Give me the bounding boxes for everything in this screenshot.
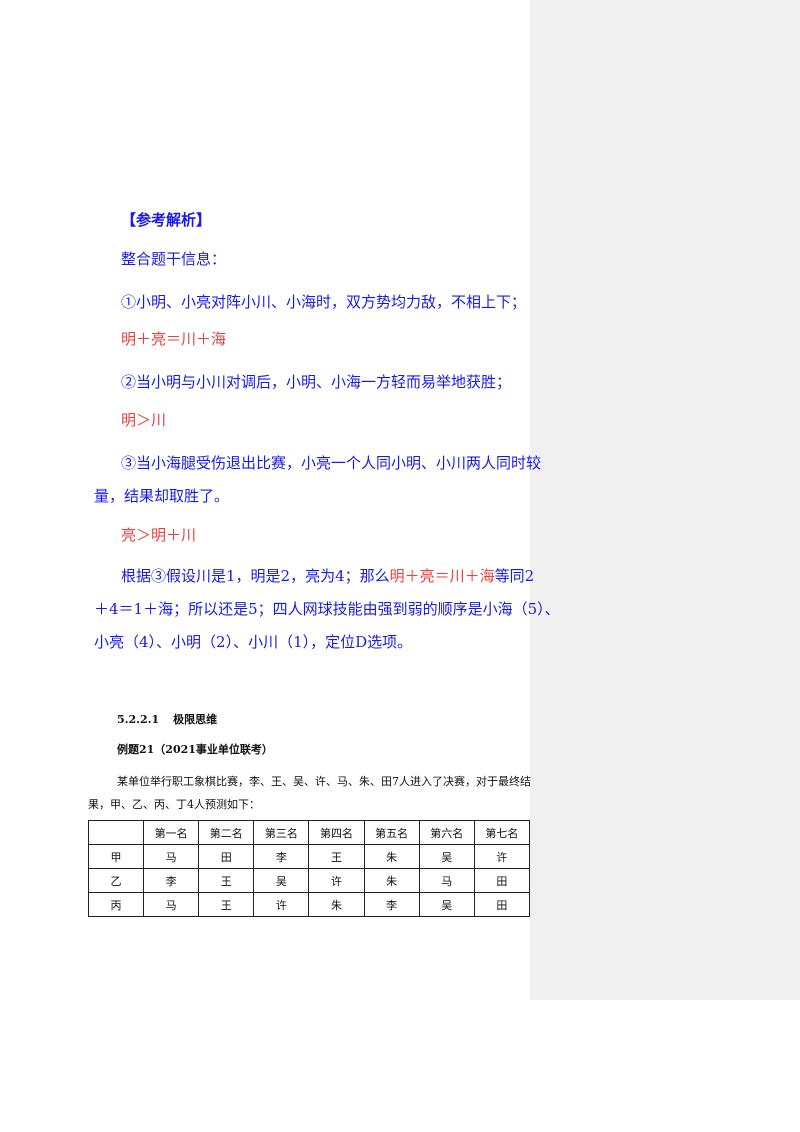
- table-row-label: 丙: [88, 892, 144, 917]
- analysis-point-1: ①小明、小亮对阵小川、小海时，双方势均力敌，不相上下；: [121, 293, 527, 311]
- table-cell: 马: [142, 892, 200, 917]
- section-number: 5.2.2.1: [117, 713, 160, 726]
- table-cell: 王: [198, 892, 255, 917]
- problem-text-line-2: 果，甲、乙、丙、丁4人预测如下：: [88, 798, 260, 811]
- analysis-point-4-line-3: 小亮（4）、小明（2）、小川（1），定位D选项。: [94, 633, 413, 651]
- table-cell: 朱: [363, 844, 420, 869]
- table-header-cell: 第二名: [198, 820, 255, 845]
- table-cell: 田: [473, 868, 531, 893]
- table-row: 甲 马 田 李 王 朱 吴 许: [88, 844, 531, 869]
- equation-2: 明＞川: [121, 411, 167, 429]
- table-cell: 许: [253, 892, 310, 917]
- table-cell: 王: [198, 868, 255, 893]
- table-cell: 李: [142, 868, 200, 893]
- prediction-table: 第一名 第二名 第三名 第四名 第五名 第六名 第七名 甲 马 田 李 王 朱 …: [88, 820, 531, 917]
- equation-1: 明＋亮＝川＋海: [121, 330, 227, 348]
- table-header-cell: 第五名: [363, 820, 420, 845]
- analysis-heading: 【参考解析】: [121, 211, 212, 229]
- table-cell: 马: [142, 844, 200, 869]
- table-cell: 许: [308, 868, 365, 893]
- section-title: 极限思维: [173, 713, 218, 726]
- table-header-row: 第一名 第二名 第三名 第四名 第五名 第六名 第七名: [88, 820, 531, 845]
- table-header-cell: 第六名: [418, 820, 475, 845]
- table-cell: 朱: [363, 868, 420, 893]
- table-header-cell: 第一名: [142, 820, 200, 845]
- table-cell: 王: [308, 844, 365, 869]
- example-title: 例题21（2021事业单位联考）: [117, 743, 273, 756]
- analysis-point-3-line-2: 量，结果却取胜了。: [94, 487, 230, 505]
- analysis-point-3-line-1: ③当小海腿受伤退出比赛，小亮一个人同小明、小川两人同时较: [121, 454, 542, 472]
- analysis-point-2: ②当小明与小川对调后，小明、小海一方轻而易举地获胜；: [121, 373, 512, 391]
- table-row-label: 乙: [88, 868, 144, 893]
- table-row: 乙 李 王 吴 许 朱 马 田: [88, 868, 531, 893]
- table-cell: 朱: [308, 892, 365, 917]
- table-header-cell: 第三名: [253, 820, 310, 845]
- table-cell: 田: [473, 892, 531, 917]
- table-cell: 吴: [253, 868, 310, 893]
- table-row: 丙 马 王 许 朱 李 吴 田: [88, 892, 531, 917]
- analysis-point-4-text-a: 根据③假设川是1，明是2，亮为4；那么: [121, 567, 390, 585]
- table-cell: 马: [418, 868, 475, 893]
- table-header-cell: 第四名: [308, 820, 365, 845]
- table-cell: 李: [363, 892, 420, 917]
- table-cell: 吴: [418, 844, 475, 869]
- analysis-point-4-text-b: 等同2: [494, 567, 535, 585]
- equation-3: 亮＞明＋川: [121, 526, 197, 544]
- table-row-label: 甲: [88, 844, 144, 869]
- problem-text-line-1: 某单位举行职工象棋比赛，李、王、吴、许、马、朱、田7人进入了决赛，对于最终结: [117, 775, 531, 788]
- analysis-point-4-line-1: 根据③假设川是1，明是2，亮为4；那么明＋亮＝川＋海等同2: [121, 566, 534, 586]
- section-heading: 5.2.2.1 极限思维: [117, 712, 217, 728]
- table-cell: 李: [253, 844, 310, 869]
- table-cell: 许: [473, 844, 531, 869]
- comment-pane: [530, 0, 800, 1000]
- analysis-point-4-equation: 明＋亮＝川＋海: [389, 567, 495, 585]
- table-cell: 田: [198, 844, 255, 869]
- table-header-cell: 第七名: [473, 820, 531, 845]
- table-header-cell: [88, 820, 144, 845]
- analysis-point-4-line-2: ＋4＝1＋海；所以还是5；四人网球技能由强到弱的顺序是小海（5）、: [94, 600, 560, 618]
- table-cell: 吴: [418, 892, 475, 917]
- analysis-intro: 整合题干信息：: [121, 250, 227, 268]
